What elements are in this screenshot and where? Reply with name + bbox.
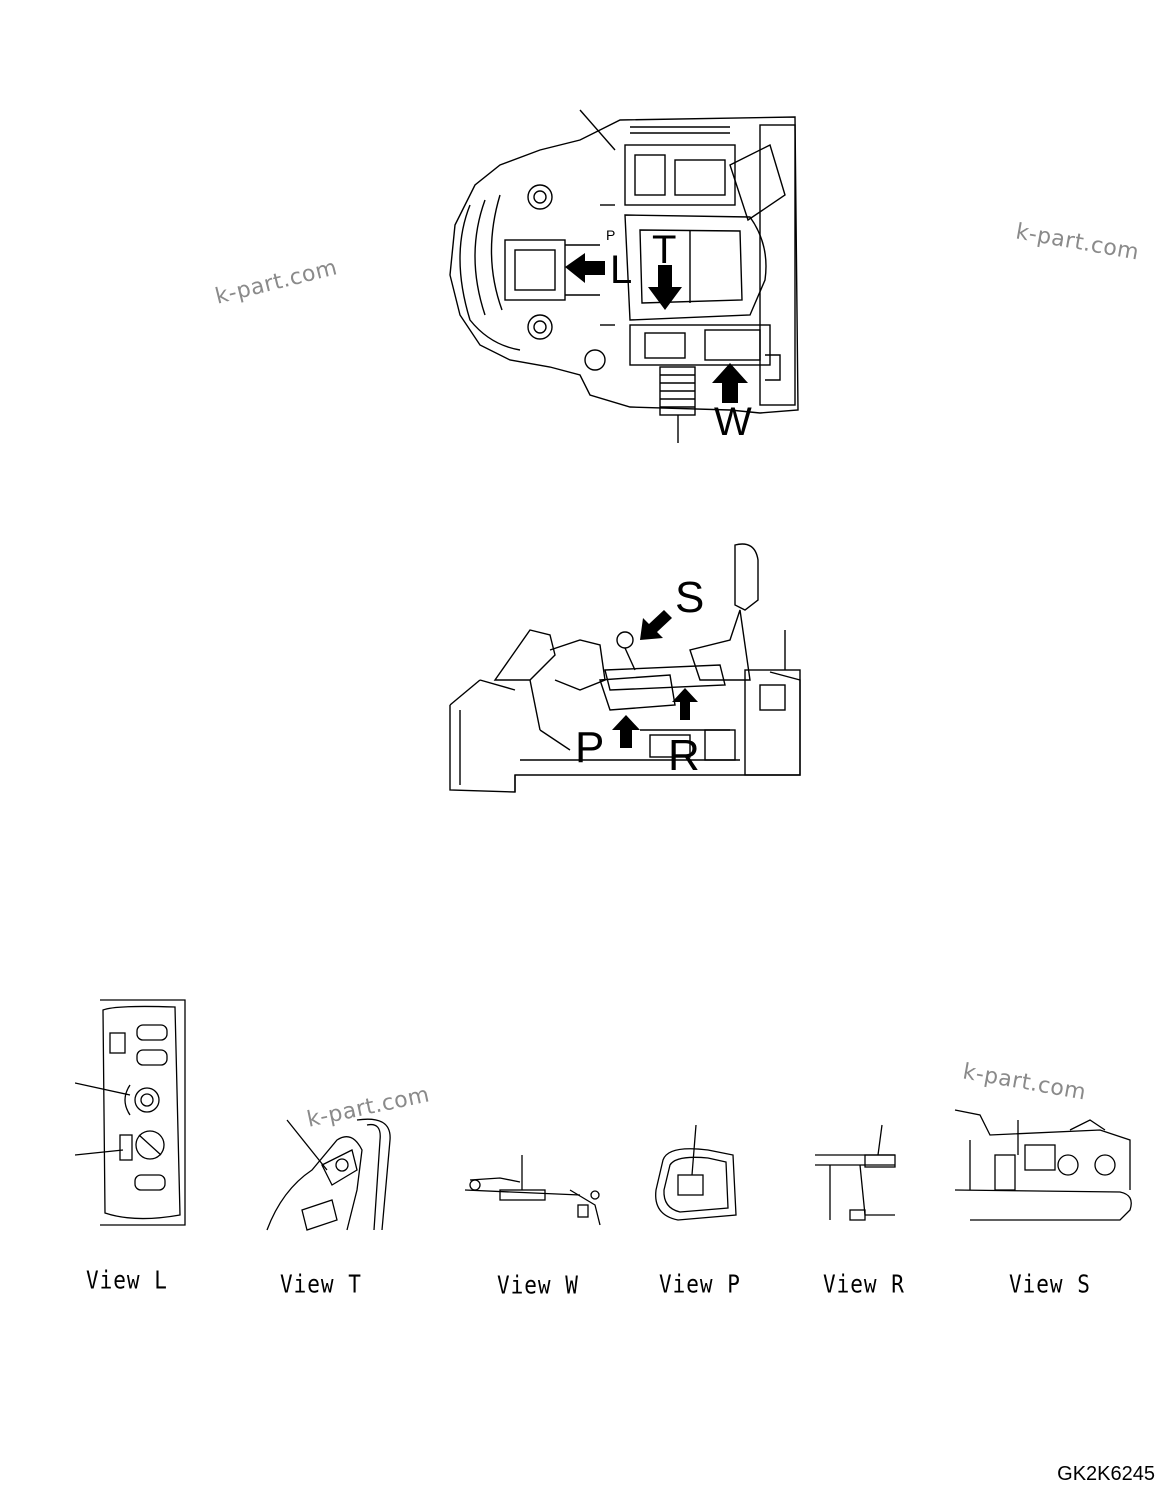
view-R-label: View R: [823, 1269, 905, 1299]
view-W-drawing: [464, 1155, 601, 1226]
view-S-drawing: [954, 1109, 1132, 1221]
view-W-label: View W: [497, 1270, 579, 1300]
watermark-1: k-part.com: [212, 255, 340, 310]
top-letter-P: P: [606, 227, 615, 243]
view-R-drawing: [815, 1124, 896, 1221]
top-letter-W: W: [714, 400, 752, 444]
arrow-W: [712, 363, 748, 403]
view-L-label: View L: [86, 1265, 168, 1295]
drawing-code: GK2K6245: [1057, 1463, 1155, 1485]
watermark-4: k-part.com: [960, 1059, 1089, 1106]
watermark-2: k-part.com: [1013, 219, 1142, 266]
view-S-label: View S: [1009, 1269, 1091, 1299]
top-letter-T: T: [652, 228, 676, 272]
view-P-drawing: [655, 1124, 737, 1221]
arrow-T: [648, 265, 682, 310]
side-letter-S: S: [675, 573, 704, 622]
view-T-drawing: [266, 1118, 391, 1231]
arrow-S: [640, 610, 672, 640]
side-letter-R: R: [668, 731, 700, 780]
cab-top-view-drawing: P L T W: [449, 109, 799, 444]
arrow-P: [612, 715, 640, 748]
side-letter-P: P: [575, 723, 604, 772]
cab-side-view-drawing: S P R: [449, 543, 801, 793]
top-letter-L: L: [610, 248, 632, 292]
view-T-label: View T: [280, 1269, 362, 1299]
view-P-label: View P: [659, 1269, 741, 1299]
view-L-drawing: [75, 999, 186, 1226]
arrow-R: [672, 688, 698, 720]
arrow-L: [565, 253, 605, 283]
